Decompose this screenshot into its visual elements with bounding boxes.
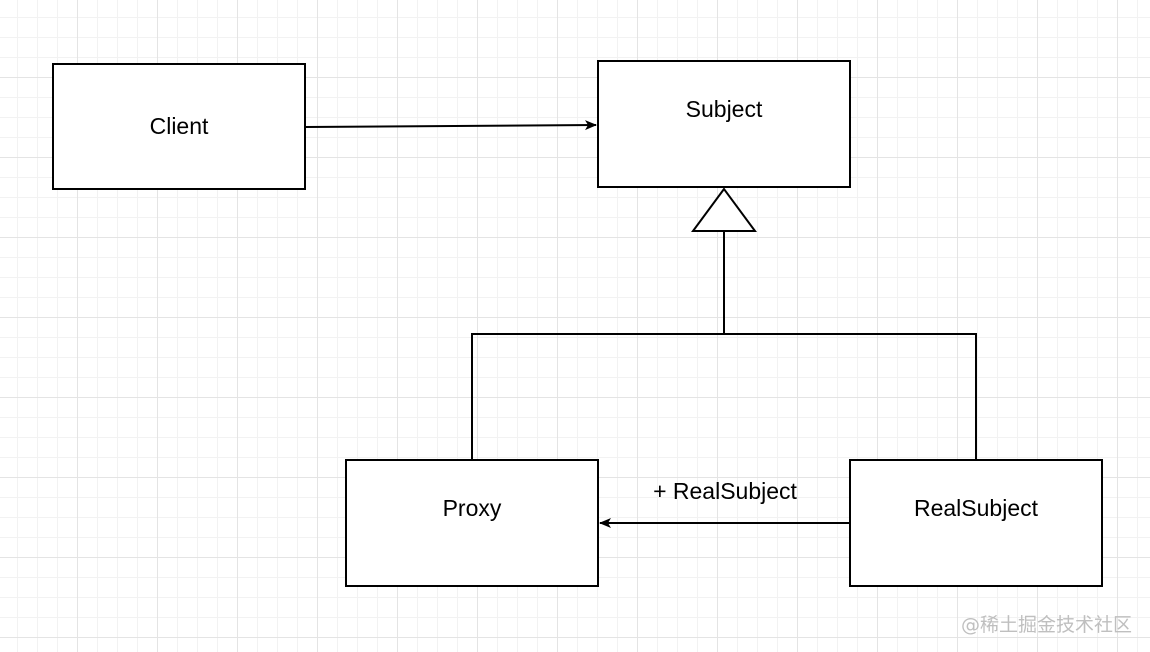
proxy-label: Proxy: [442, 495, 502, 521]
client-label: Client: [149, 113, 209, 139]
inheritance-triangle: [691, 187, 757, 232]
subject-label: Subject: [685, 96, 763, 122]
proxy-box[interactable]: Proxy: [345, 459, 599, 587]
realsubject-label: RealSubject: [913, 495, 1039, 521]
client-box[interactable]: Client: [52, 63, 306, 190]
client-to-subject-arrow: [305, 120, 597, 131]
realsubject-box[interactable]: RealSubject: [849, 459, 1103, 587]
subject-box[interactable]: Subject: [597, 60, 851, 188]
realsubject-edge-label: + RealSubject: [653, 478, 797, 504]
watermark-text: @稀土掘金技术社区: [960, 614, 1132, 636]
